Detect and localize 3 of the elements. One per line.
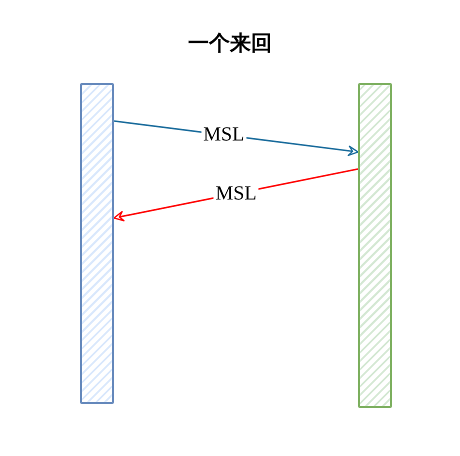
title: 一个来回 (188, 30, 272, 57)
hatched-bar (358, 83, 392, 408)
hatched-bar (80, 83, 114, 404)
